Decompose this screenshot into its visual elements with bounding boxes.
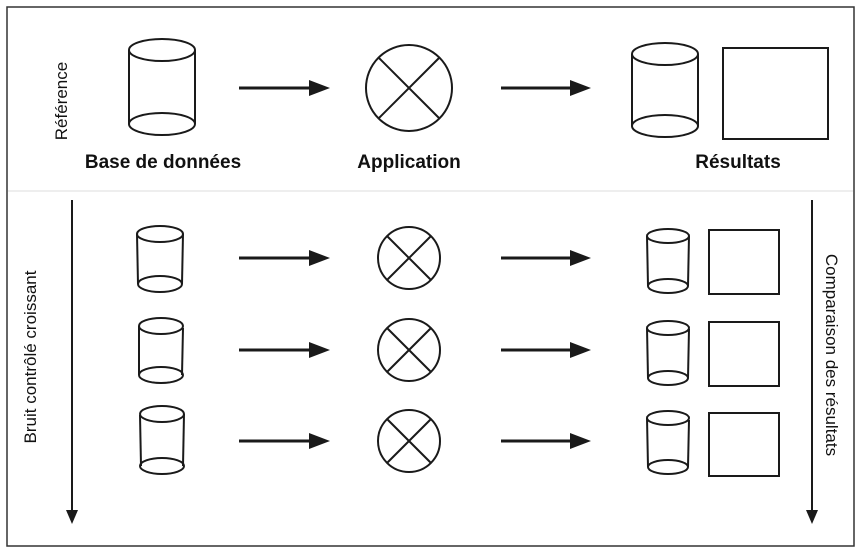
diagram-frame [6,6,855,547]
noisy-application-icon [377,409,441,473]
noisy-row [139,405,780,477]
noisy-arrow-2 [501,250,591,266]
database-label: Base de données [85,152,241,173]
reference-label: Référence [52,62,71,140]
noisy-results-document-icon [708,412,780,477]
noisy-row [136,225,780,295]
application-label: Application [357,152,460,173]
noisy-arrow-1 [239,433,330,449]
noisy-results-document-icon [708,229,780,295]
noisy-row [138,317,780,387]
noisy-results-database-icon [646,320,690,386]
noisy-application-icon [377,318,441,382]
results-label: Résultats [695,152,781,173]
reference-results-database-icon [631,42,699,138]
reference-results-document-icon [722,47,829,140]
noisy-database-icon [136,225,184,293]
reference-arrow-2 [501,80,591,96]
noisy-arrow-1 [239,250,330,266]
noise-axis-arrow [66,200,78,524]
reference-arrow-1 [239,80,330,96]
noisy-application-icon [377,226,441,290]
noisy-database-icon [139,405,185,475]
comparison-label: Comparaison des résultats [822,254,841,456]
comparison-axis-arrow [806,200,818,524]
reference-application-icon [365,44,453,132]
noisy-results-database-icon [646,410,690,475]
noisy-results-document-icon [708,321,780,387]
noisy-arrow-2 [501,342,591,358]
noisy-database-icon [138,317,184,384]
noise-label: Bruit contrôlé croissant [21,270,40,443]
noisy-arrow-2 [501,433,591,449]
noisy-results-database-icon [646,228,690,294]
reference-database-icon [128,38,196,136]
noisy-arrow-1 [239,342,330,358]
